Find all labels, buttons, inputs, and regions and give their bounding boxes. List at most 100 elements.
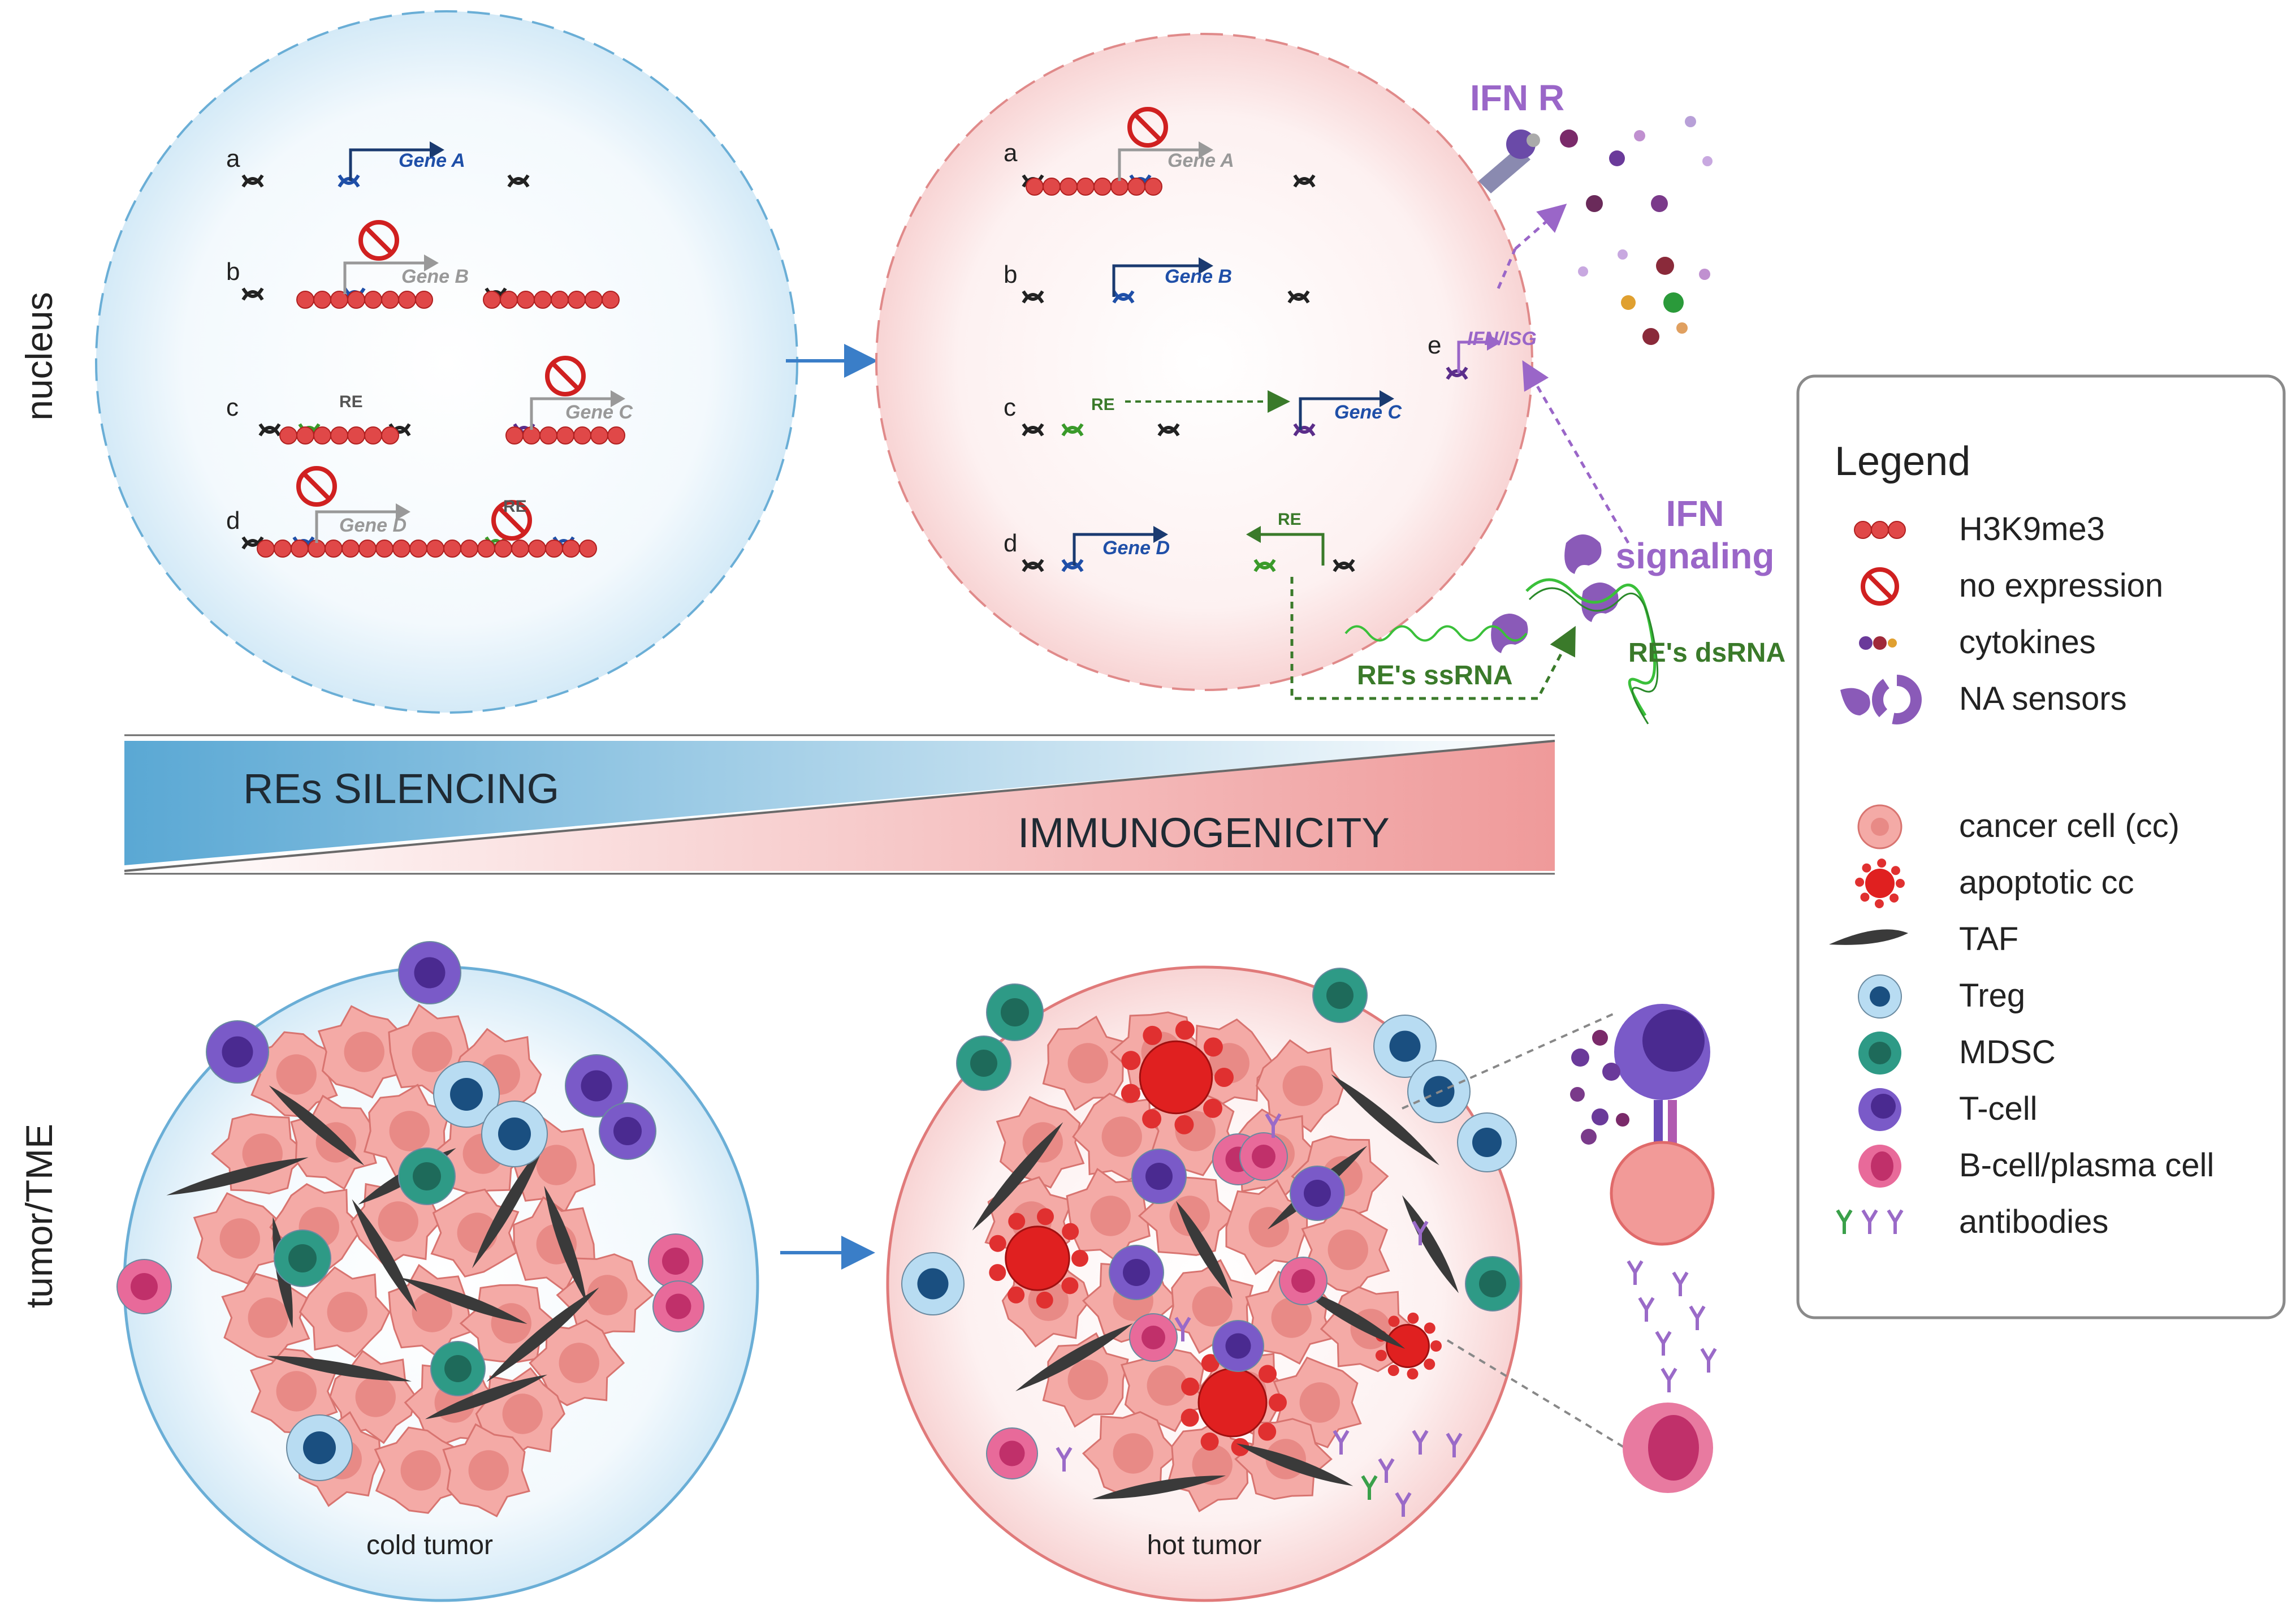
antibody-icon bbox=[1412, 1430, 1429, 1455]
legend-label: TAF bbox=[1959, 921, 2018, 957]
inset-cytokines bbox=[1570, 1030, 1629, 1145]
inset-cancer-cell-icon bbox=[1610, 1141, 1715, 1246]
h3k9me3-mark bbox=[505, 426, 524, 445]
antibody-icon bbox=[1174, 1317, 1191, 1341]
ssrna-strand bbox=[1344, 625, 1528, 642]
taf-icon bbox=[400, 1277, 527, 1324]
ifn-label-line2: signaling bbox=[1616, 536, 1775, 576]
h3k9me3-mark bbox=[551, 291, 569, 309]
apoptotic-cell-icon bbox=[1386, 1324, 1430, 1368]
b-cell-icon bbox=[1858, 1145, 1901, 1188]
no-expression-icon bbox=[358, 220, 399, 261]
arrow-re-rna bbox=[1290, 577, 1576, 700]
h3k9me3-mark bbox=[579, 540, 597, 558]
side-label-tumor: tumor/TME bbox=[18, 1124, 60, 1308]
h3k9me3-mark bbox=[415, 291, 433, 309]
antibodies-icon bbox=[1836, 1209, 1904, 1234]
gene-label: Gene B bbox=[1165, 266, 1232, 287]
inset-t-cell-icon bbox=[1614, 1004, 1710, 1100]
h3k9me3-mark bbox=[1043, 178, 1061, 196]
h3k9me3-mark bbox=[556, 426, 574, 445]
ifn-r-label: IFN R bbox=[1470, 77, 1564, 118]
h3k9me3-mark bbox=[545, 540, 563, 558]
silencing-label: REs SILENCING bbox=[243, 765, 559, 812]
h3k9me3-mark bbox=[313, 291, 331, 309]
dsrna-strand bbox=[1525, 578, 1657, 717]
promoter-arrow-icon bbox=[1073, 533, 1153, 566]
antibody-icon bbox=[1265, 1113, 1282, 1138]
row-letter: b bbox=[226, 258, 240, 286]
promoter-arrow-icon bbox=[343, 261, 424, 294]
h3k9me3-mark bbox=[562, 540, 580, 558]
h3k9me3-mark bbox=[511, 540, 529, 558]
promoter-arrow-icon bbox=[315, 510, 396, 543]
taf-icon bbox=[425, 1374, 548, 1420]
legend-label: antibodies bbox=[1959, 1203, 2108, 1240]
h3k9me3-mark bbox=[602, 291, 620, 309]
h3k9me3-mark bbox=[573, 426, 591, 445]
antibody-icon bbox=[1861, 1209, 1878, 1234]
h3k9me3-mark bbox=[528, 540, 546, 558]
row-letter: a bbox=[226, 145, 240, 172]
h3k9me3-mark bbox=[409, 540, 427, 558]
na-sensors-icon bbox=[1840, 675, 1922, 724]
hot-tumor-label: hot tumor bbox=[1147, 1530, 1262, 1560]
row-letter: b bbox=[1004, 261, 1017, 288]
taf-icon bbox=[1331, 1074, 1439, 1166]
h3k9me3-mark bbox=[274, 540, 292, 558]
h3k9me3-mark bbox=[257, 540, 275, 558]
gradient-wedge: REs SILENCING IMMUNOGENICITY bbox=[124, 734, 1555, 875]
h3k9me3-mark bbox=[381, 291, 399, 309]
re-promoter-arrow-icon bbox=[1261, 533, 1325, 566]
h3k9me3-mark bbox=[325, 540, 343, 558]
cold-tumor-panel: cold tumor bbox=[116, 941, 759, 1602]
h3k9me3-mark bbox=[392, 540, 410, 558]
arrow-ifn-signaling bbox=[1522, 360, 1630, 544]
legend-label: apoptotic cc bbox=[1959, 864, 2134, 901]
h3k9me3-mark bbox=[1026, 178, 1044, 196]
h3k9me3-mark bbox=[291, 540, 309, 558]
taf-icon bbox=[352, 1199, 417, 1312]
promoter-arrow-icon bbox=[530, 397, 611, 430]
re-label: RE bbox=[339, 392, 363, 411]
cytokines-icon bbox=[1859, 636, 1897, 650]
promoter-arrow-icon bbox=[1457, 340, 1487, 373]
h3k9me3-mark bbox=[1127, 178, 1145, 196]
apoptotic-cell-icon bbox=[1139, 1040, 1213, 1115]
hot-tumor-panel: hot tumor bbox=[886, 965, 1523, 1602]
ifn-label-line1: IFN bbox=[1666, 493, 1724, 534]
ifn-receptor-icon bbox=[1478, 130, 1540, 193]
h3k9me3-mark bbox=[607, 426, 625, 445]
treg-icon bbox=[1858, 974, 1902, 1019]
h3k9me3-mark bbox=[500, 291, 518, 309]
row-letter: e bbox=[1428, 331, 1441, 359]
taf-icon bbox=[472, 1141, 546, 1269]
h3k9me3-mark bbox=[330, 426, 348, 445]
h3k9me3-mark bbox=[1144, 178, 1162, 196]
row-letter: d bbox=[1004, 529, 1017, 557]
h3k9me3-mark bbox=[364, 426, 382, 445]
taf-icon bbox=[1297, 1287, 1406, 1349]
h3k9me3-mark bbox=[426, 540, 444, 558]
taf-icon bbox=[1092, 1475, 1226, 1499]
apoptotic-cell-icon bbox=[1855, 858, 1905, 908]
h3k9me3-mark bbox=[590, 426, 608, 445]
inset-antibodies bbox=[1627, 1260, 1717, 1392]
row-letter: c bbox=[226, 394, 239, 421]
antibody-icon bbox=[1836, 1209, 1853, 1234]
gene-label: Gene A bbox=[1168, 150, 1234, 171]
arrow-to-cytokines-2 bbox=[1514, 204, 1567, 250]
h3k9me3-mark bbox=[375, 540, 394, 558]
gene-label: Gene A bbox=[399, 150, 465, 171]
gene-label: Gene C bbox=[565, 402, 633, 423]
taf-icon bbox=[269, 1085, 365, 1166]
legend-label: H3K9me3 bbox=[1959, 511, 2105, 547]
antibody-icon bbox=[1056, 1447, 1073, 1472]
h3k9me3-mark bbox=[517, 291, 535, 309]
h3k9me3-mark bbox=[443, 540, 461, 558]
h3k9me3-mark bbox=[534, 291, 552, 309]
h3k9me3-mark bbox=[483, 291, 501, 309]
